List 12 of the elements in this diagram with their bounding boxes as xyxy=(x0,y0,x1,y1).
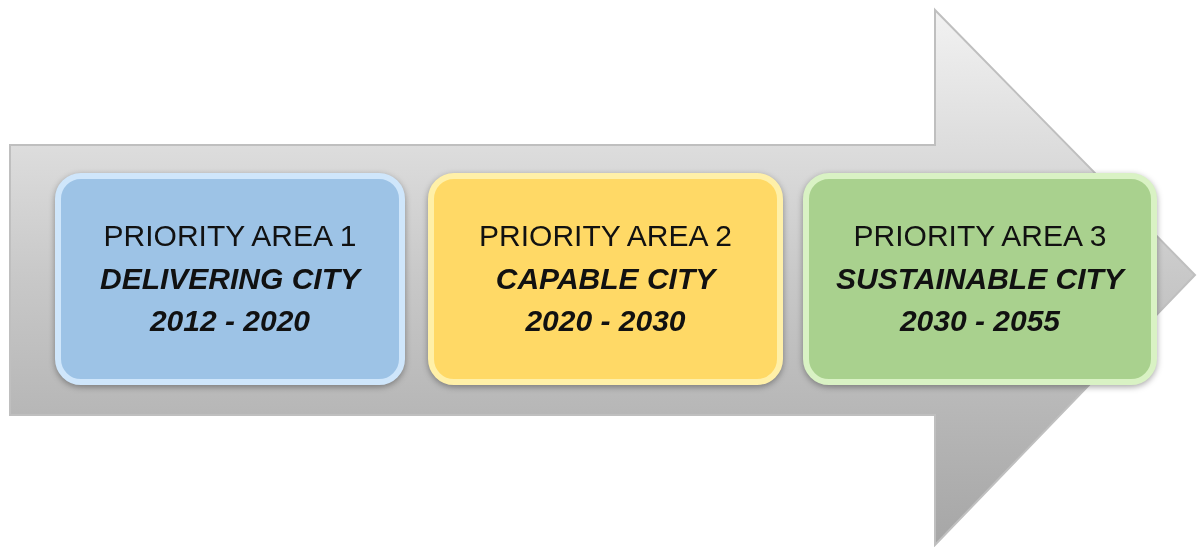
date-range: 2030 - 2055 xyxy=(899,304,1061,339)
card-heading: PRIORITY AREA 2 xyxy=(479,219,732,254)
priority-card xyxy=(428,173,783,385)
card-title: CAPABLE CITY xyxy=(495,261,716,297)
card-title: DELIVERING CITY xyxy=(100,261,360,297)
card-heading: PRIORITY AREA 1 xyxy=(103,219,357,254)
priority-card xyxy=(55,173,405,385)
card-heading: PRIORITY AREA 3 xyxy=(853,219,1107,254)
priority-card xyxy=(803,173,1157,385)
date-range: 2012 - 2020 xyxy=(149,304,311,339)
date-range: 2020 - 2030 xyxy=(525,304,686,339)
card-title: SUSTAINABLE CITY xyxy=(836,261,1124,297)
